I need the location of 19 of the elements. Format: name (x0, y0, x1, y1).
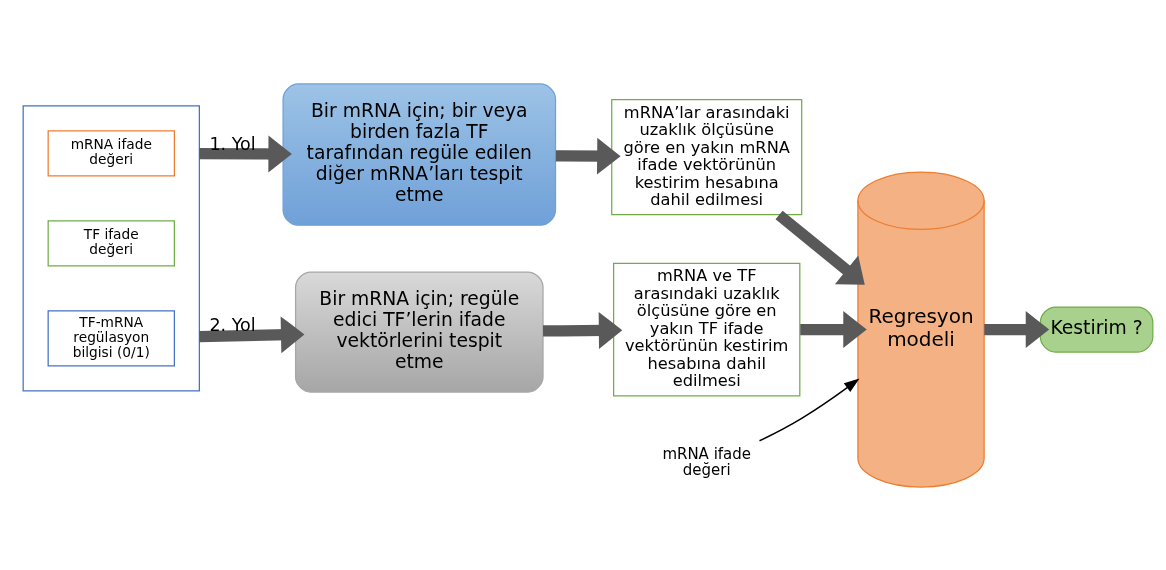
node-box: Bir mRNA için; regüle edici TF’lerin ifade vektörlerini tespit etme (294, 270, 544, 393)
node-box: Kestirim ? (1039, 305, 1154, 353)
edge-label: 2. Yol (209, 314, 256, 335)
arrow (775, 210, 865, 285)
arrow (543, 311, 623, 349)
arrow (758, 377, 860, 441)
node-box: mRNA’lar arasındaki uzaklık ölçüsüne göre en yakın mRNA ifade vektörünün kestirim hesabına dahil edilmesi (611, 98, 803, 215)
node-text: mRNA ifade değeri (662, 444, 752, 479)
node-box: mRNA ifade değeri (47, 129, 175, 176)
arrow (800, 310, 867, 348)
node-box: TF-mRNA regülasyon bilgisi (0/1) (47, 309, 175, 366)
cluster (22, 104, 200, 391)
node-box: Bir mRNA için; bir veya birden fazla TF tarafından regüle edilen diğer mRNA’ları tespit etme (282, 82, 557, 226)
arrow (199, 315, 305, 353)
node-box: mRNA ve TF arasındaki uzaklık ölçüsüne göre en yakın TF ifade vektörünün kestirim hesabına dahil edilmesi (613, 262, 801, 396)
arrow (555, 137, 621, 175)
node-box: TF ifade değeri (47, 219, 175, 266)
arrow (199, 135, 292, 172)
arrow (984, 310, 1050, 348)
